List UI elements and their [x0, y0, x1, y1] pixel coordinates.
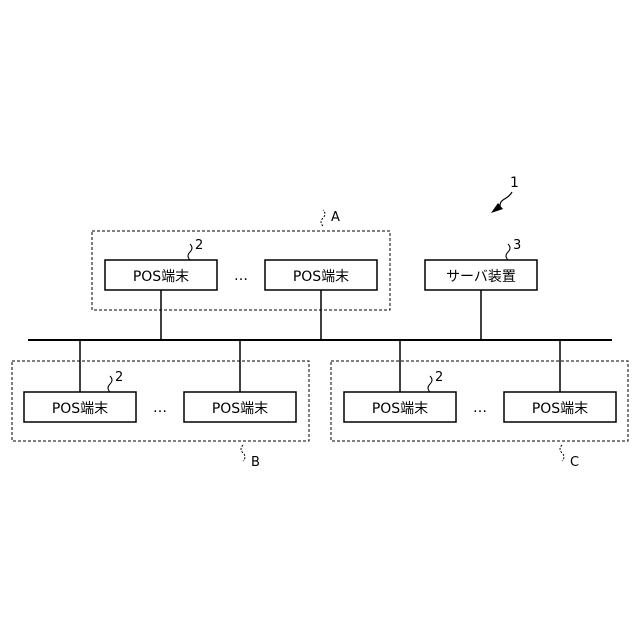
group-c-leader	[560, 445, 564, 461]
group-a: A 2 POS端末 … POS端末	[92, 210, 390, 340]
terminal-a2-label: POS端末	[293, 269, 349, 285]
group-c-ref: C	[570, 455, 579, 470]
group-b-ellipsis: …	[153, 400, 167, 416]
group-a-ref: A	[331, 210, 340, 225]
server-label: サーバ装置	[446, 269, 516, 285]
terminal-c1-ref: 2	[435, 370, 443, 385]
terminal-a1-leader	[188, 244, 192, 260]
group-b: B 2 POS端末 … POS端末	[12, 340, 309, 470]
terminal-c1-leader	[428, 376, 432, 392]
server-ref: 3	[513, 238, 521, 253]
group-c: C 2 POS端末 … POS端末	[331, 340, 628, 470]
terminal-c2-label: POS端末	[532, 401, 588, 417]
terminal-b1-leader	[108, 376, 112, 392]
terminal-b1-ref: 2	[115, 370, 123, 385]
terminal-b1-label: POS端末	[52, 401, 108, 417]
group-a-ellipsis: …	[234, 268, 248, 284]
server-leader	[506, 244, 510, 260]
system-reference: 1	[491, 175, 519, 213]
terminal-c1-label: POS端末	[372, 401, 428, 417]
group-a-leader	[321, 210, 325, 226]
terminal-a1-ref: 2	[195, 238, 203, 253]
terminal-a1-label: POS端末	[133, 269, 189, 285]
system-ref-arrowhead	[491, 203, 503, 213]
group-b-ref: B	[251, 455, 260, 470]
system-ref-label: 1	[510, 175, 519, 191]
group-b-leader	[241, 445, 245, 461]
group-c-ellipsis: …	[473, 400, 487, 416]
system-ref-arrow-line	[500, 192, 512, 206]
server-device: 3 サーバ装置	[425, 238, 537, 340]
terminal-b2-label: POS端末	[212, 401, 268, 417]
